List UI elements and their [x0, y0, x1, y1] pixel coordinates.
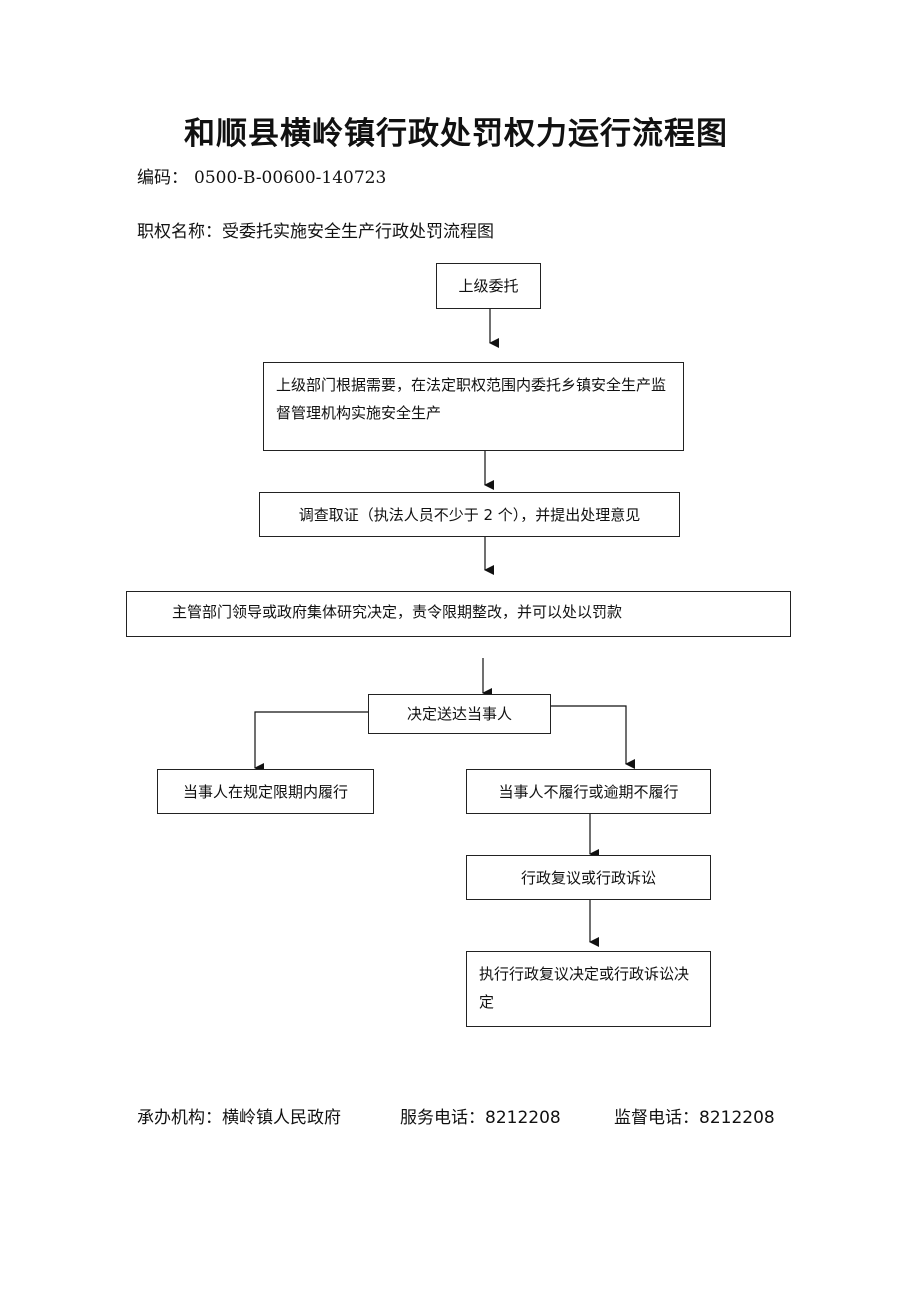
- flow-box-superior-entrust: 上级委托: [436, 263, 541, 309]
- flow-box-not-comply: 当事人不履行或逾期不履行: [466, 769, 711, 814]
- code-value: 0500-B-00600-140723: [194, 168, 387, 188]
- page-title: 和顺县横岭镇行政处罚权力运行流程图: [184, 116, 728, 152]
- footer-organization: 承办机构：横岭镇人民政府: [137, 1108, 341, 1128]
- code-label: 编码：: [137, 168, 188, 188]
- flow-box-comply: 当事人在规定限期内履行: [157, 769, 374, 814]
- flow-box-decision: 主管部门领导或政府集体研究决定，责令限期整改，并可以处以罚款: [126, 591, 791, 637]
- code-line: 编码： 0500-B-00600-140723: [137, 163, 386, 188]
- arrow-5-right: [550, 705, 635, 769]
- flow-box-investigation: 调查取证（执法人员不少于 2 个），并提出处理意见: [259, 492, 680, 537]
- flow-box-entrust-description: 上级部门根据需要，在法定职权范围内委托乡镇安全生产监督管理机构实施安全生产: [263, 362, 684, 451]
- authority-name-label: 职权名称：: [137, 222, 222, 242]
- flow-box-deliver-decision: 决定送达当事人: [368, 694, 551, 734]
- authority-name-value: 受委托实施安全生产行政处罚流程图: [222, 222, 494, 242]
- flow-box-review-or-litigation: 行政复议或行政诉讼: [466, 855, 711, 900]
- footer-supervision-phone: 监督电话：8212208: [614, 1108, 775, 1128]
- arrow-5-left: [254, 711, 368, 773]
- authority-name-line: 职权名称：受委托实施安全生产行政处罚流程图: [137, 217, 494, 242]
- footer-service-phone: 服务电话：8212208: [400, 1108, 561, 1128]
- flow-box-execute-decision: 执行行政复议决定或行政诉讼决定: [466, 951, 711, 1027]
